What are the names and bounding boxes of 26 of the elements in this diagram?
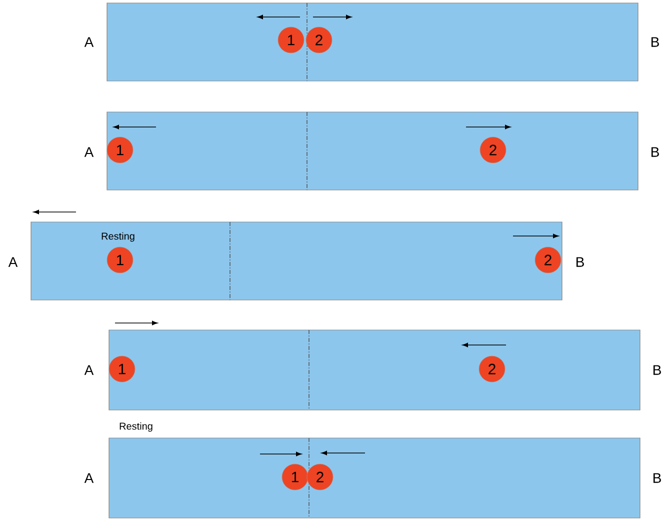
- numbered-ball: 2: [306, 464, 334, 490]
- numbered-ball: 2: [534, 246, 562, 274]
- numbered-ball: 2: [478, 356, 506, 382]
- side-label: B: [576, 257, 584, 267]
- channel-band: [108, 330, 640, 410]
- side-label: Resting: [120, 422, 152, 432]
- numbered-ball: 1: [278, 26, 304, 54]
- numbered-ball: 1: [106, 246, 134, 274]
- side-label: A: [84, 365, 94, 375]
- channel-band: [106, 112, 638, 190]
- side-label: A: [8, 257, 18, 267]
- numbered-ball: 2: [306, 26, 332, 54]
- channel-band: [108, 438, 640, 518]
- side-label: A: [84, 37, 94, 47]
- side-label: B: [651, 147, 659, 157]
- side-label: A: [84, 473, 94, 483]
- side-label: B: [653, 473, 661, 483]
- channel-band: [106, 2, 638, 82]
- numbered-ball: 1: [108, 356, 136, 382]
- channel-band: [30, 222, 562, 300]
- side-label: B: [653, 365, 661, 375]
- side-label: A: [84, 147, 94, 157]
- numbered-ball: 2: [480, 136, 506, 164]
- side-label: B: [651, 37, 659, 47]
- numbered-ball: 1: [282, 464, 308, 490]
- numbered-ball: 1: [106, 136, 134, 164]
